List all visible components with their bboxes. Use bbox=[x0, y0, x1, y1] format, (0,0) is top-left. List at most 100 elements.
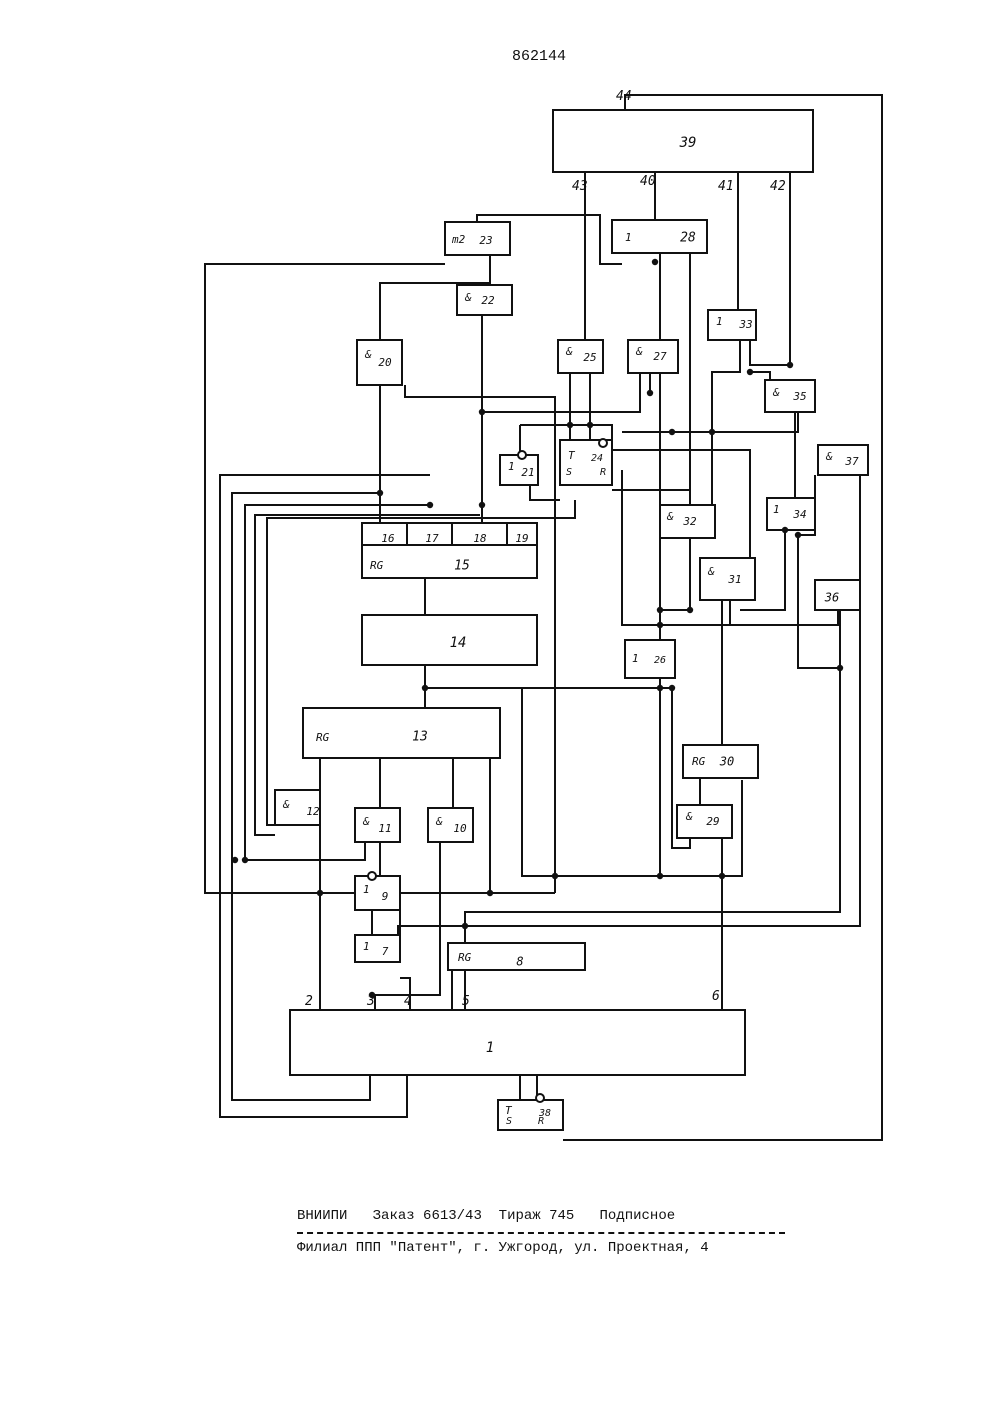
junction-dot bbox=[242, 857, 248, 863]
wire bbox=[660, 610, 838, 625]
block-39: 39 bbox=[553, 110, 813, 172]
block-type: 1 bbox=[363, 940, 370, 953]
block-14: 14 bbox=[362, 615, 537, 665]
block-15: 15 RG bbox=[362, 545, 537, 578]
footer-order: Заказ 6613/43 bbox=[373, 1208, 482, 1224]
block-type: & bbox=[464, 291, 472, 304]
junction-dot bbox=[652, 259, 658, 265]
inversion-bubble bbox=[599, 439, 607, 447]
junction-dot bbox=[657, 622, 663, 628]
block-11: 11& bbox=[355, 808, 400, 842]
junction-dot bbox=[687, 607, 693, 613]
block-label: 11 bbox=[378, 822, 391, 835]
wire bbox=[660, 538, 690, 610]
block-20: 20& bbox=[357, 340, 402, 385]
block-18: 18 bbox=[452, 523, 507, 545]
block-27: 27& bbox=[628, 340, 678, 373]
inversion-bubble bbox=[518, 451, 526, 459]
junction-dot bbox=[787, 362, 793, 368]
pin-label: R bbox=[538, 1116, 544, 1127]
block-label: 9 bbox=[382, 890, 389, 903]
junction-dot bbox=[837, 665, 843, 671]
wire bbox=[750, 372, 770, 380]
block-frame bbox=[303, 708, 500, 758]
inversion-bubble bbox=[536, 1094, 544, 1102]
block-34: 341 bbox=[767, 498, 815, 530]
junction-dot bbox=[377, 490, 383, 496]
block-type: RG bbox=[692, 755, 706, 768]
block-frame bbox=[355, 935, 400, 962]
block-36: 36 bbox=[815, 580, 860, 610]
block-label: 32 bbox=[682, 515, 697, 528]
block-label: 36 bbox=[824, 591, 839, 605]
block-30: 30 RG bbox=[683, 745, 758, 778]
line-label-42: 42 bbox=[770, 179, 786, 194]
wire bbox=[600, 373, 640, 412]
line-label-2: 2 bbox=[305, 994, 313, 1009]
block-label: 37 bbox=[844, 455, 859, 468]
block-21: 211 bbox=[500, 455, 538, 485]
block-12: 12 & bbox=[275, 790, 320, 825]
block-label: 22 bbox=[481, 294, 495, 307]
block-label: 15 bbox=[454, 559, 470, 574]
block-37: 37& bbox=[818, 445, 868, 475]
block-label: 33 bbox=[738, 318, 752, 331]
block-label: 39 bbox=[679, 135, 697, 151]
block-type: & bbox=[635, 345, 643, 358]
junction-dot bbox=[657, 873, 663, 879]
block-label: 16 bbox=[381, 532, 395, 545]
block-type: & bbox=[772, 386, 780, 399]
wire bbox=[520, 425, 612, 440]
block-frame bbox=[290, 1010, 745, 1075]
block-type: & bbox=[435, 815, 443, 828]
block-label: 8 bbox=[516, 955, 523, 969]
block-label: 34 bbox=[792, 508, 806, 521]
block-1: 1 bbox=[290, 1010, 745, 1075]
block-label: 24 bbox=[591, 453, 603, 464]
block-33: 331 bbox=[708, 310, 756, 340]
block-label: 23 bbox=[479, 234, 492, 247]
junction-dot bbox=[647, 390, 653, 396]
block-type: RG bbox=[370, 559, 384, 572]
block-type: & bbox=[282, 798, 290, 811]
block-label: 1 bbox=[486, 1040, 494, 1056]
block-label: 7 bbox=[382, 945, 389, 958]
block-label: 20 bbox=[378, 356, 392, 369]
junction-dot bbox=[747, 369, 753, 375]
junction-dot bbox=[462, 923, 468, 929]
block-label: 14 bbox=[450, 635, 467, 651]
block-type: RG bbox=[458, 951, 472, 964]
block-type: 1 bbox=[632, 652, 639, 665]
block-type: & bbox=[362, 815, 370, 828]
line-label-44: 44 bbox=[616, 89, 632, 104]
block-type: 1 bbox=[508, 460, 515, 473]
block-28: 281 bbox=[612, 220, 707, 253]
block-type: 1 bbox=[363, 883, 370, 896]
junction-dot bbox=[232, 857, 238, 863]
block-31: 31& bbox=[700, 558, 755, 600]
junction-dot bbox=[795, 532, 801, 538]
block-label: 26 bbox=[654, 655, 666, 666]
block-23: 23m2 bbox=[445, 222, 510, 255]
block-label: 18 bbox=[473, 532, 487, 545]
junction-dot bbox=[587, 422, 593, 428]
block-type: RG bbox=[316, 731, 330, 744]
pin-label: R bbox=[600, 467, 606, 478]
block-7: 71 bbox=[355, 935, 400, 962]
pin-label: S bbox=[566, 467, 572, 478]
inversion-bubble bbox=[368, 872, 376, 880]
block-label: 30 bbox=[719, 755, 734, 769]
junction-dot bbox=[719, 873, 725, 879]
block-label: 17 bbox=[425, 532, 439, 545]
block-13: 13RG bbox=[303, 708, 500, 758]
block-frame bbox=[355, 876, 400, 910]
block-label: 12 bbox=[306, 805, 320, 818]
block-32: 32& bbox=[660, 505, 715, 538]
block-19: 19 bbox=[507, 523, 537, 545]
junction-dot bbox=[479, 409, 485, 415]
wire bbox=[622, 470, 730, 625]
block-29: 29& bbox=[677, 805, 732, 838]
junction-dot bbox=[669, 685, 675, 691]
block-17: 17 bbox=[407, 523, 452, 545]
